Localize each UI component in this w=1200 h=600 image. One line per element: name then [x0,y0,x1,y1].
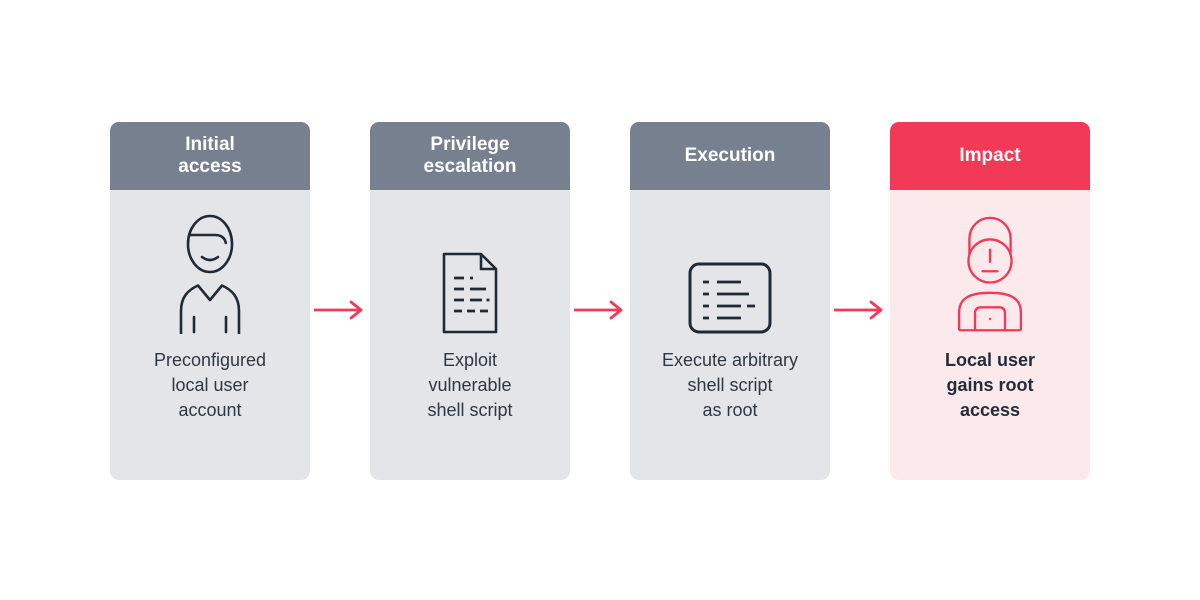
step-title: Privilege escalation [370,122,570,190]
step-description: Preconfigured local user account [153,350,267,420]
step-title: Initial access [110,122,310,190]
flow-arrow [574,300,623,320]
step-title: Execution [630,122,830,190]
step-card-execution: Execution Execute arbitrary shell script… [630,122,830,480]
step-description: Execute arbitrary shell script as root [661,350,799,420]
user-icon [179,214,241,334]
step-card-initial-access: Initial access Preconfigured local user … [110,122,310,480]
flow-arrow [834,300,883,320]
attack-chain-diagram: Initial access Preconfigured local user … [110,122,1090,480]
step-card-impact: Impact Local user gains root access [890,122,1090,480]
flow-arrow [314,300,363,320]
document-icon [442,252,498,334]
hacker-laptop-icon [957,216,1023,332]
step-description: Exploit vulnerable shell script [427,350,513,420]
step-description: Local user gains root access [944,350,1036,420]
step-card-privilege-escalation: Privilege escalation Exploit vulnerable … [370,122,570,480]
step-title: Impact [890,122,1090,190]
terminal-list-icon [688,262,772,334]
